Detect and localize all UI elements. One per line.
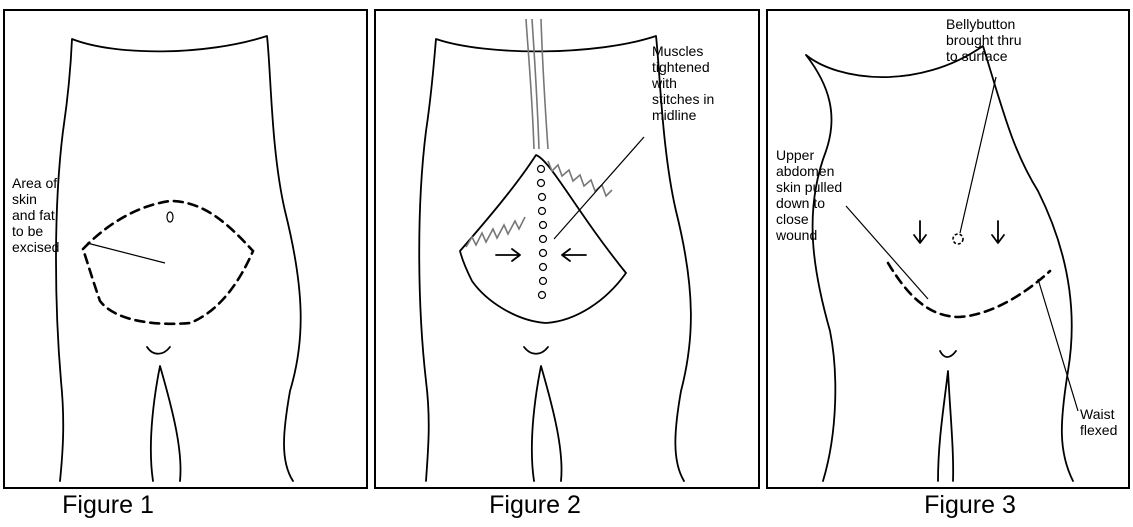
figure-3-drawing [768,11,1128,487]
waist-flexed-label: Waist flexed [1080,406,1117,438]
abdomen-leader-line [846,206,928,299]
excision-area-label: Area of skin and fat to be excised [12,175,59,255]
label-leader-line [554,137,644,239]
figure-2-caption: Figure 2 [430,490,640,520]
label-leader-line [87,243,165,263]
bellybutton-mark [953,234,963,244]
torso-outline [419,36,691,481]
excision-outline [83,201,253,324]
figure-1-panel: Area of skin and fat to be excised [3,9,368,489]
figure-2-panel: Muscles tightened with stitches in midli… [374,9,760,489]
crotch-curve [524,347,548,354]
torso-outline [56,36,301,481]
bellybutton-label: Bellybutton brought thru to surface [946,16,1022,64]
figure-3-panel: Bellybutton brought thru to surface Uppe… [766,9,1130,489]
bellybutton-leader-line [960,77,996,233]
upper-abdomen-label: Upper abdomen skin pulled down to close … [776,147,842,243]
torso-outline [806,46,1073,481]
figure-3-caption: Figure 3 [865,490,1075,520]
muscles-label: Muscles tightened with stitches in midli… [652,43,714,123]
arrow-left-icon [562,249,586,261]
waist-leader-line [1038,279,1078,411]
closure-line [888,263,1050,317]
zigzag-edge-left [466,217,525,247]
retracted-skin-flap [526,19,548,149]
arrow-down-icon [992,221,1004,243]
crotch-curve [147,347,170,354]
arrow-down-icon [914,221,926,243]
arrow-right-icon [496,249,520,261]
crotch-curve [940,351,956,357]
midline-stitches [538,166,547,299]
figure-1-caption: Figure 1 [3,490,213,520]
navel-mark [167,212,173,222]
